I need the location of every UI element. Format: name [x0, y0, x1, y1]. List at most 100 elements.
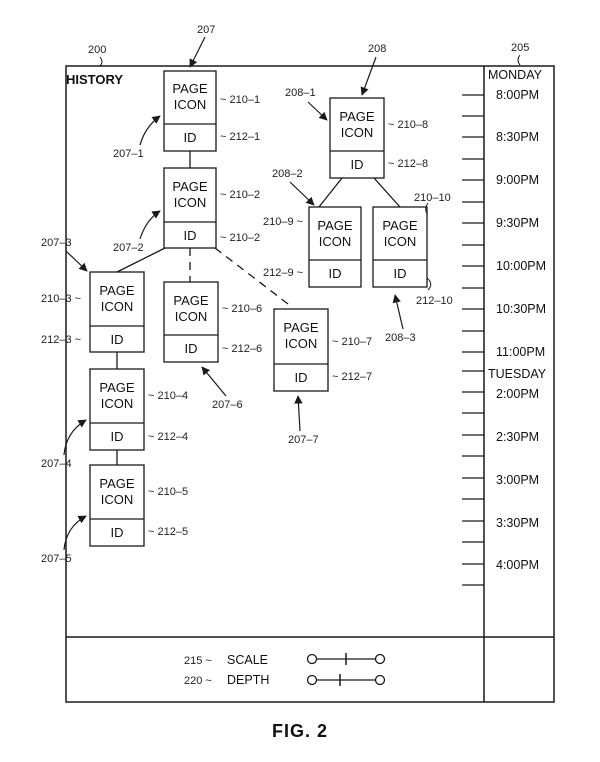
ref-212-10-leader: [426, 277, 432, 291]
timeline-day-monday: MONDAY: [488, 68, 543, 82]
ref-207-3-arrow: [65, 250, 88, 272]
ref-210-10-leader: [425, 202, 429, 215]
ref-212-7: ~ 212–7: [332, 371, 372, 383]
ref-207-5-arrow: [63, 515, 87, 551]
ref-207-6: 207–6: [212, 399, 243, 411]
page-node-208-2[interactable]: PAGE ICON ID: [308, 206, 362, 288]
page-node-207-7[interactable]: PAGE ICON ID: [273, 308, 329, 392]
page-icon-label: ICON: [384, 234, 417, 249]
ref-210-1: ~ 210–1: [220, 94, 260, 106]
history-title: HISTORY: [66, 72, 123, 87]
page-icon-label: ICON: [101, 492, 134, 507]
page-icon-label: ICON: [319, 234, 352, 249]
ref-210-2: ~ 210–2: [220, 189, 260, 201]
page-icon-label: PAGE: [99, 476, 134, 491]
history-frame: [65, 65, 555, 703]
ref-208-2: 208–2: [272, 168, 303, 180]
ref-205: 205: [511, 42, 529, 54]
depth-label: DEPTH: [227, 673, 269, 687]
ref-212-4: ~ 212–4: [148, 431, 188, 443]
id-label: ID: [184, 228, 197, 243]
timeline-time[interactable]: 10:00PM: [496, 259, 546, 273]
connector-2-3: [116, 247, 166, 273]
timeline-time[interactable]: 8:30PM: [496, 130, 539, 144]
page-node-207-4[interactable]: PAGE ICON ID: [89, 368, 145, 451]
ref-207: 207: [197, 24, 215, 36]
ref-215: 215 ~: [184, 655, 212, 667]
id-label: ID: [329, 266, 342, 281]
ref-205-leader: [517, 54, 521, 66]
timeline-time[interactable]: 3:00PM: [496, 473, 539, 487]
ref-208-3-arrow: [392, 294, 404, 330]
ref-207-7-arrow: [294, 395, 303, 432]
ref-207-5: 207–5: [41, 553, 72, 565]
page-icon-label: PAGE: [317, 218, 352, 233]
timeline-time[interactable]: 3:30PM: [496, 516, 539, 530]
page-node-207-2[interactable]: PAGE ICON ID: [163, 167, 217, 249]
ref-207-7: 207–7: [288, 434, 319, 446]
ref-212-3: 212–3 ~: [41, 334, 81, 346]
ref-200: 200: [88, 44, 106, 56]
id-label: ID: [351, 157, 364, 172]
ref-210-8: ~ 210–8: [388, 119, 428, 131]
ref-208-1: 208–1: [285, 87, 316, 99]
ref-210-4: ~ 210–4: [148, 390, 188, 402]
connector-8-9: [318, 177, 343, 208]
page-node-208-1[interactable]: PAGE ICON ID: [329, 97, 385, 179]
page-icon-label: PAGE: [172, 81, 207, 96]
timeline-time[interactable]: 2:30PM: [496, 430, 539, 444]
page-icon-label: PAGE: [382, 218, 417, 233]
ref-210-3: 210–3 ~: [41, 293, 81, 305]
ref-212-8: ~ 212–8: [388, 158, 428, 170]
ref-210-9: 210–9 ~: [263, 216, 303, 228]
ref-208: 208: [368, 43, 386, 55]
page-icon-label: ICON: [285, 336, 318, 351]
timeline-time[interactable]: 2:00PM: [496, 387, 539, 401]
connector-2-7: [214, 247, 293, 308]
page-node-207-6[interactable]: PAGE ICON ID: [163, 281, 219, 363]
scale-slider[interactable]: [306, 653, 386, 665]
ref-212-9: 212–9 ~: [263, 267, 303, 279]
ref-207-2-arrow: [139, 210, 161, 240]
ref-210-5: ~ 210–5: [148, 486, 188, 498]
page-node-207-1[interactable]: PAGE ICON ID: [163, 70, 217, 152]
timeline-day-tuesday: TUESDAY: [488, 367, 547, 381]
connector-8-10: [373, 177, 401, 208]
timeline-ticks: [462, 94, 484, 586]
ref-208-2-arrow: [289, 181, 315, 206]
page-icon-label: PAGE: [172, 179, 207, 194]
ref-207-6-arrow: [201, 366, 227, 397]
ref-207-3: 207–3: [41, 237, 72, 249]
ref-210-7: ~ 210–7: [332, 336, 372, 348]
ref-210-10: 210–10: [414, 192, 451, 204]
ref-212-2: ~ 210–2: [220, 232, 260, 244]
page-icon-label: PAGE: [99, 283, 134, 298]
ref-207-4-arrow: [63, 419, 87, 456]
ref-207-1: 207–1: [113, 148, 144, 160]
page-icon-label: ICON: [101, 299, 134, 314]
page-node-208-3[interactable]: PAGE ICON ID: [372, 206, 428, 288]
timeline-time[interactable]: 9:00PM: [496, 173, 539, 187]
page-icon-label: ICON: [174, 195, 207, 210]
timeline-time[interactable]: 8:00PM: [496, 88, 539, 102]
ref-212-6: ~ 212–6: [222, 343, 262, 355]
depth-slider[interactable]: [306, 674, 386, 686]
page-icon-label: ICON: [101, 396, 134, 411]
timeline-time[interactable]: 10:30PM: [496, 302, 546, 316]
scale-slider-min-knob[interactable]: [306, 653, 318, 665]
scale-slider-max-knob[interactable]: [374, 653, 386, 665]
depth-slider-max-knob[interactable]: [374, 674, 386, 686]
id-label: ID: [185, 341, 198, 356]
page-icon-label: PAGE: [173, 293, 208, 308]
timeline-time[interactable]: 9:30PM: [496, 216, 539, 230]
timeline-time[interactable]: 11:00PM: [496, 345, 545, 359]
page-node-207-5[interactable]: PAGE ICON ID: [89, 464, 145, 547]
scale-label: SCALE: [227, 653, 268, 667]
page-icon-label: PAGE: [283, 320, 318, 335]
depth-slider-min-knob[interactable]: [306, 674, 318, 686]
ref-207-1-arrow: [139, 115, 161, 146]
ref-208-3: 208–3: [385, 332, 416, 344]
timeline-time[interactable]: 4:00PM: [496, 558, 539, 572]
page-node-207-3[interactable]: PAGE ICON ID: [89, 271, 145, 353]
